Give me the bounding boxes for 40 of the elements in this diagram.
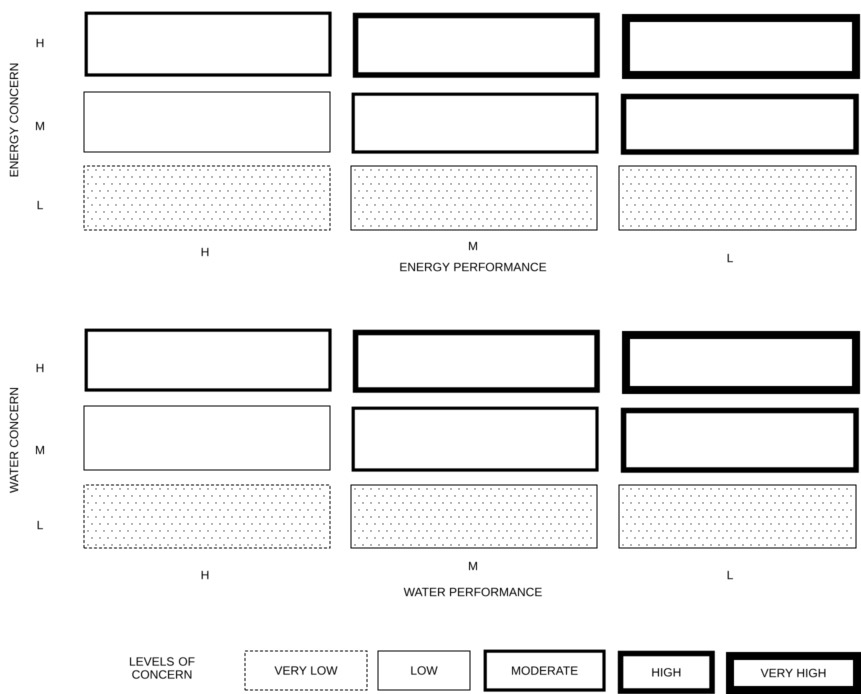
level-label: L <box>728 254 733 262</box>
matrix-cell <box>84 12 332 77</box>
level-label: H <box>36 38 44 48</box>
axis-title: ENERGY PERFORMANCE <box>400 262 546 272</box>
level-label: H <box>202 248 208 256</box>
axis-title: WATER PERFORMANCE <box>404 588 542 596</box>
level-label: H <box>36 364 44 372</box>
legend-title: LEVELS OF CONCERN <box>130 657 195 679</box>
level-label: L <box>38 200 43 210</box>
matrix-cell <box>352 330 600 393</box>
matrix-cell <box>620 408 859 473</box>
legend-box: LOW <box>378 650 470 690</box>
dotted-cell <box>350 484 598 548</box>
matrix-cell <box>622 14 860 79</box>
dotted-cell <box>618 484 856 548</box>
level-label: M <box>469 562 477 570</box>
matrix-cell <box>620 94 859 155</box>
legend-box: MODERATE <box>484 650 606 692</box>
level-label: H <box>202 570 208 580</box>
level-label: L <box>38 520 43 530</box>
axis-title: ENERGY CONCERN <box>10 64 18 176</box>
legend-box: VERY LOW <box>244 650 368 690</box>
matrix-cell <box>84 92 330 152</box>
level-label: M <box>36 446 44 454</box>
matrix-cell <box>352 12 600 78</box>
level-label: L <box>728 570 733 580</box>
dotted-cell <box>618 166 856 230</box>
dotted-cell <box>350 166 598 230</box>
dotted-cell <box>84 166 330 230</box>
matrix-cell <box>622 331 860 394</box>
matrix-cell <box>84 406 330 470</box>
level-label: M <box>469 242 477 250</box>
dotted-cell <box>84 484 330 548</box>
legend-box: HIGH <box>618 650 715 694</box>
level-label: M <box>36 122 44 130</box>
matrix-cell <box>84 328 332 392</box>
matrix-cell <box>352 92 599 154</box>
matrix-cell <box>352 406 599 472</box>
legend-box: VERY HIGH <box>726 652 861 694</box>
axis-title: WATER CONCERN <box>10 388 18 493</box>
